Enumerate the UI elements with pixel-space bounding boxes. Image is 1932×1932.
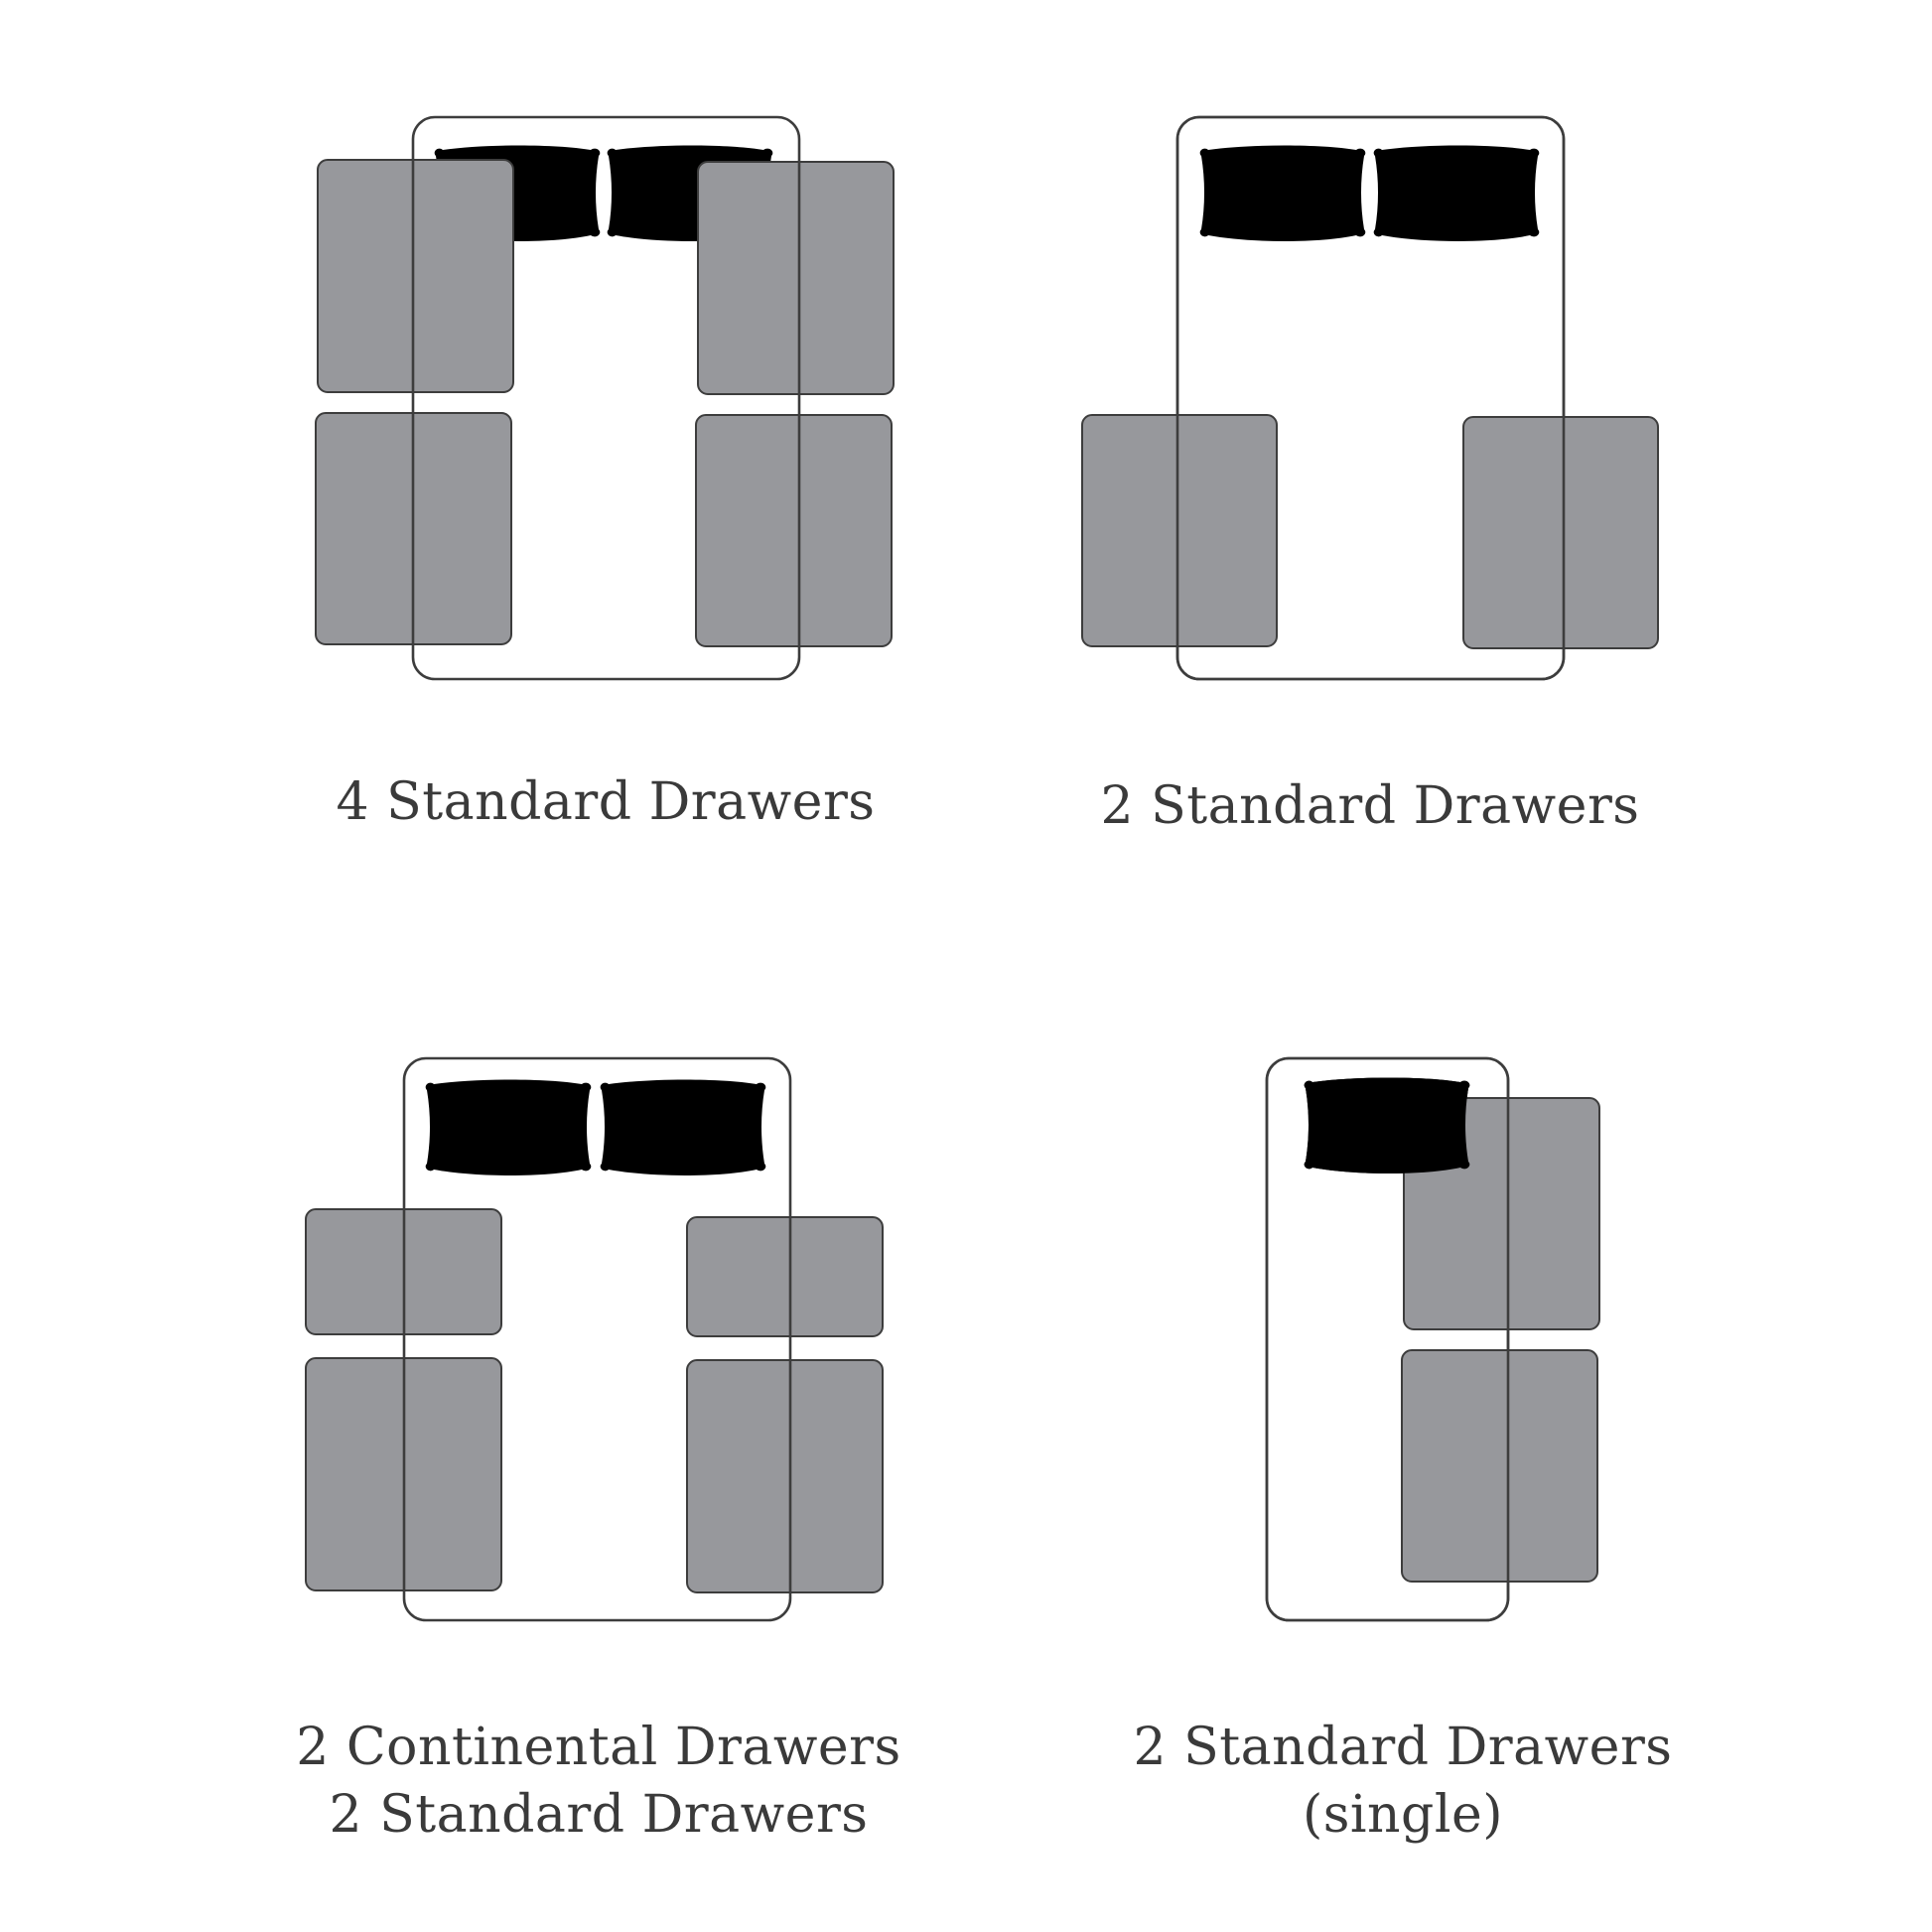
caption-two-standard-drawers: 2 Standard Drawers xyxy=(1023,772,1718,840)
drawer-top-left xyxy=(317,159,514,393)
standard-drawer-right xyxy=(686,1359,884,1593)
caption-line-1: 2 Standard Drawers xyxy=(1100,776,1640,836)
caption-line-1: 4 Standard Drawers xyxy=(336,772,876,832)
pillow-left xyxy=(1199,145,1366,241)
bed-outline-overlay xyxy=(1175,115,1566,681)
drawer-top-right xyxy=(697,161,895,395)
drawer-bottom xyxy=(1401,1349,1598,1583)
panel-two-standard-drawers xyxy=(1081,115,1659,681)
caption-line-1: 2 Standard Drawers xyxy=(1133,1718,1673,1777)
caption-line-2: (single) xyxy=(1302,1785,1504,1845)
caption-continental-and-standard-drawers: 2 Continental Drawers 2 Standard Drawers xyxy=(251,1714,946,1849)
caption-line-1: 2 Continental Drawers xyxy=(296,1718,901,1777)
drawer-left xyxy=(1081,414,1278,647)
drawer-right xyxy=(1462,416,1659,649)
panel-two-standard-drawers-single xyxy=(1265,1056,1600,1622)
pillow-right xyxy=(1373,145,1540,241)
panel-continental-and-standard-drawers xyxy=(305,1056,884,1622)
pillow-right xyxy=(600,1079,766,1175)
pillow-left xyxy=(425,1079,592,1175)
caption-two-standard-drawers-single: 2 Standard Drawers (single) xyxy=(1055,1714,1750,1849)
bed-single-outline-overlay xyxy=(1265,1056,1510,1622)
pillow-single-outline-overlay xyxy=(1304,1077,1470,1173)
drawer-bottom-right xyxy=(695,414,893,647)
continental-drawer-right xyxy=(686,1216,884,1337)
caption-four-standard-drawers: 4 Standard Drawers xyxy=(258,768,953,836)
panel-four-standard-drawers xyxy=(315,115,895,681)
bed-double-outline xyxy=(402,1056,792,1622)
bed-double-outline xyxy=(411,115,801,681)
caption-line-2: 2 Standard Drawers xyxy=(329,1785,869,1845)
